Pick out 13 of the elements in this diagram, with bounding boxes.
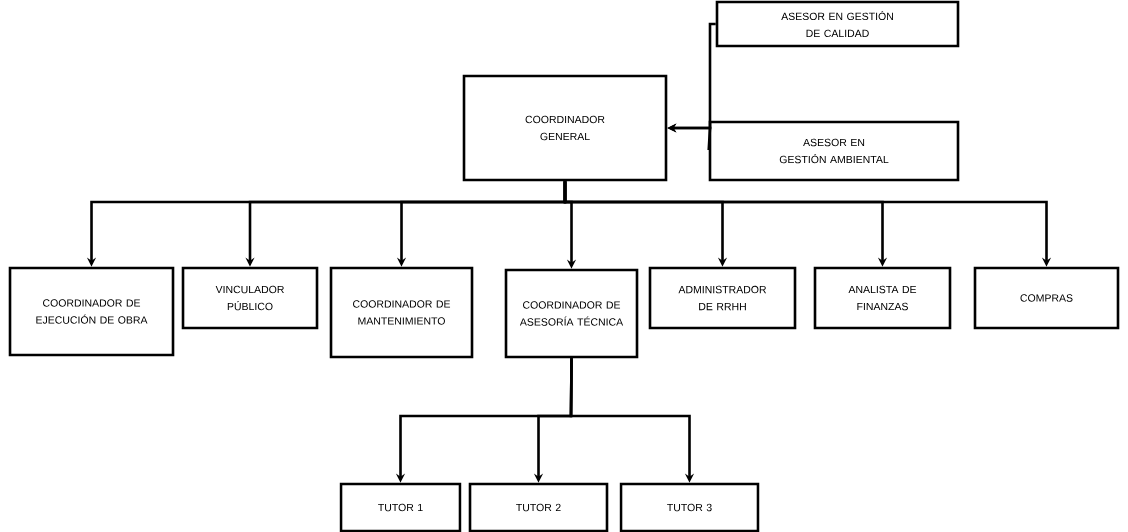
org-box: COORDINADOR GENERAL [462, 74, 668, 182]
org-box: ANALISTA DE FINANZAS [813, 266, 952, 330]
org-box: ASESOR EN GESTIÓN AMBIENTAL [708, 120, 960, 182]
org-box: ADMINISTRADOR DE RRHH [648, 266, 797, 330]
org-box: COORDINADOR DE ASESORÍA TÉCNICA [504, 268, 639, 359]
org-box: VINCULADOR PÚBLICO [181, 266, 319, 330]
org-box: ASESOR EN GESTIÓN DE CALIDAD [715, 0, 960, 48]
org-box: TUTOR 1 [339, 482, 462, 532]
org-box: COORDINADOR DE MANTENIMIENTO [329, 266, 474, 359]
org-box: COORDINADOR DE EJECUCIÓN DE OBRA [8, 266, 175, 357]
org-box: COMPRAS [973, 266, 1120, 330]
org-box: TUTOR 2 [468, 482, 609, 532]
org-box: TUTOR 3 [619, 482, 760, 532]
